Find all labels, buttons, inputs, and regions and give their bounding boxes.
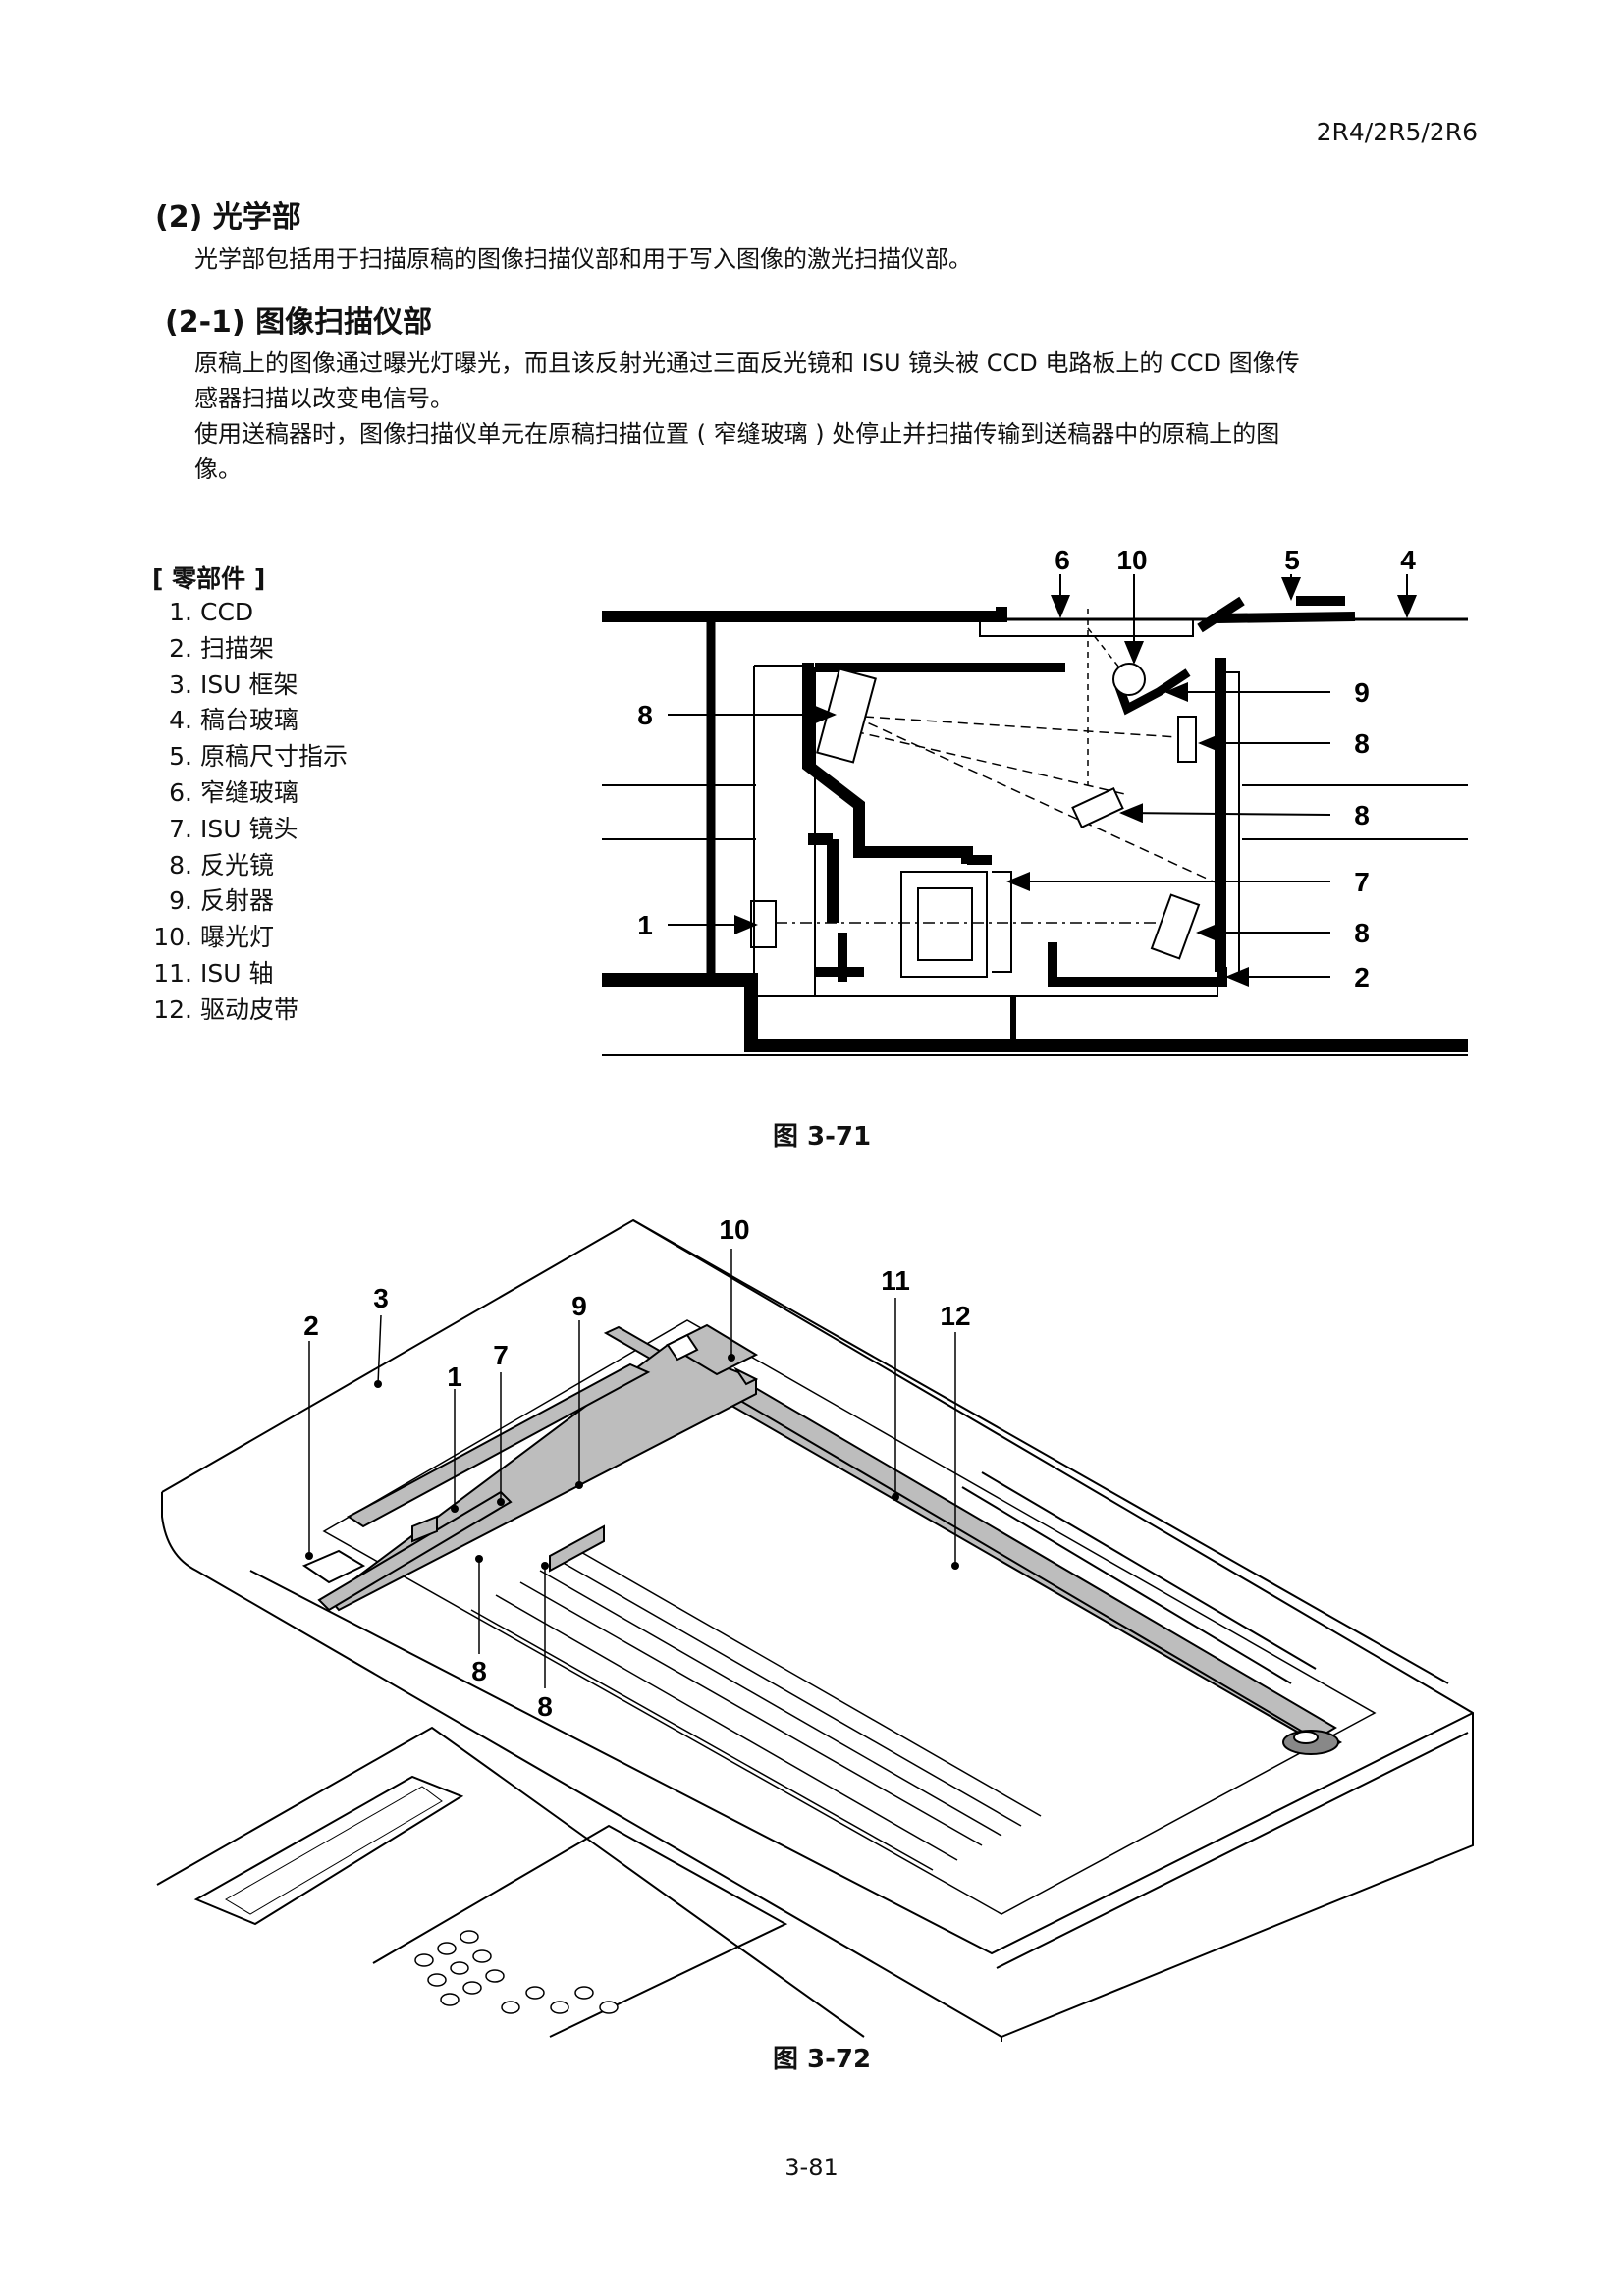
callout-8: 8 xyxy=(537,1691,553,1722)
callout-10: 10 xyxy=(1116,545,1147,575)
parts-list-item: 3.ISU 框架 xyxy=(169,669,298,699)
section-heading: (2) 光学部 xyxy=(155,200,301,235)
paragraph-line: 像。 xyxy=(194,455,242,483)
parts-list-title: [ 零部件 ] xyxy=(152,564,266,593)
figure-caption: 图 3-71 xyxy=(773,1122,872,1151)
callout-8: 8 xyxy=(1354,918,1370,948)
callout-9: 9 xyxy=(1354,677,1370,708)
callout-2: 2 xyxy=(303,1310,319,1341)
callout-7: 7 xyxy=(493,1340,509,1370)
parts-list-item: 8.反光镜 xyxy=(169,850,275,880)
callout-8: 8 xyxy=(1354,728,1370,759)
callout-5: 5 xyxy=(1284,545,1300,575)
figure-caption: 图 3-72 xyxy=(773,2045,872,2074)
parts-list-item: 4.稿台玻璃 xyxy=(169,706,299,735)
callout-7: 7 xyxy=(1354,867,1370,897)
callout-1: 1 xyxy=(637,910,653,940)
callout-3: 3 xyxy=(373,1283,389,1313)
callout-8: 8 xyxy=(471,1656,487,1686)
callout-8: 8 xyxy=(637,700,653,730)
document-model-number: 2R4/2R5/2R6 xyxy=(1316,118,1478,146)
scanner-unit-perspective-drawing: 10 3 11 2 9 12 7 1 8 8 xyxy=(156,1214,1474,2042)
parts-list-item: 6.窄缝玻璃 xyxy=(169,777,299,807)
paragraph-line: 原稿上的图像通过曝光灯曝光，而且该反射光通过三面反光镜和 ISU 镜头被 CCD… xyxy=(194,349,1300,377)
callout-9: 9 xyxy=(571,1291,587,1321)
callout-10: 10 xyxy=(719,1214,749,1245)
parts-list-item: 5.原稿尺寸指示 xyxy=(169,742,349,772)
scanner-cross-section-diagram: 6 10 5 4 9 8 8 7 8 2 8 1 xyxy=(602,545,1468,1056)
section-intro: 光学部包括用于扫描原稿的图像扫描仪部和用于写入图像的激光扫描仪部。 xyxy=(194,245,972,273)
callout-2: 2 xyxy=(1354,962,1370,992)
callout-1: 1 xyxy=(447,1362,462,1392)
parts-list-item: 1.CCD xyxy=(169,598,254,626)
parts-list: 1.CCD 2.扫描架 3.ISU 框架 4.稿台玻璃 5.原稿尺寸指示 6.窄… xyxy=(147,595,348,1029)
callout-8: 8 xyxy=(1354,800,1370,830)
parts-list-item: 2.扫描架 xyxy=(169,633,275,663)
subsection-heading: (2-1) 图像扫描仪部 xyxy=(165,305,433,340)
callout-4: 4 xyxy=(1400,545,1416,575)
callout-6: 6 xyxy=(1055,545,1070,575)
paragraph-line: 感器扫描以改变电信号。 xyxy=(194,385,454,412)
paragraph-line: 使用送稿器时，图像扫描仪单元在原稿扫描位置 ( 窄缝玻璃 ) 处停止并扫描传输到… xyxy=(194,420,1280,448)
parts-list-item: 11.ISU 轴 xyxy=(153,958,274,988)
page-number: 3-81 xyxy=(784,2154,839,2181)
parts-list-item: 7.ISU 镜头 xyxy=(169,814,298,843)
parts-list-item: 9.反射器 xyxy=(169,886,275,916)
callout-12: 12 xyxy=(940,1301,970,1331)
parts-list-item: 10.曝光灯 xyxy=(153,923,275,952)
parts-list-item: 12.驱动皮带 xyxy=(153,994,299,1024)
callout-11: 11 xyxy=(881,1265,910,1296)
